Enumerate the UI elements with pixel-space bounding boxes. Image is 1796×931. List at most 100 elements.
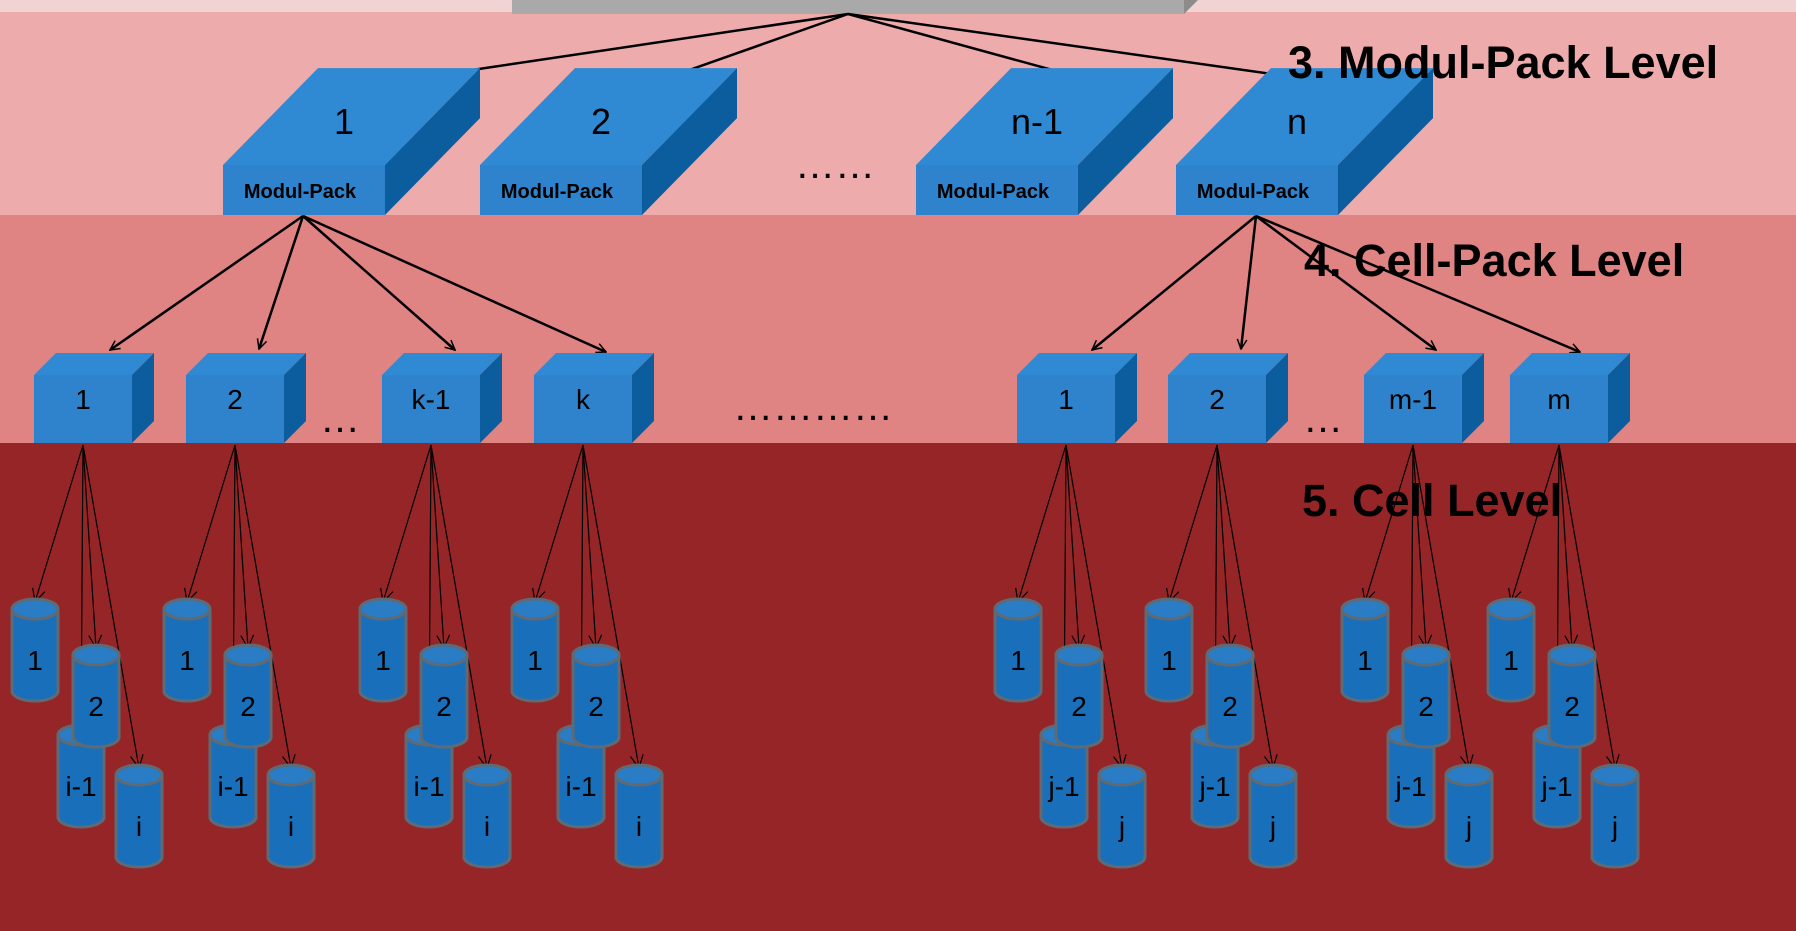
hierarchy-arrow	[1412, 444, 1474, 770]
cell-pack-cube-left-1: 1	[34, 353, 154, 443]
cell-top	[614, 763, 664, 787]
hierarchy-arrow	[1255, 214, 1580, 352]
cell-number: i-1	[65, 771, 96, 802]
cell-number: 1	[1161, 645, 1177, 676]
modul-pack-number: 2	[591, 101, 611, 142]
cell-number: j-1	[1198, 771, 1230, 802]
cube-top-face	[34, 353, 154, 375]
hierarchy-arrow	[1065, 444, 1086, 650]
cell-fill	[513, 609, 557, 691]
hierarchy-arrow	[1216, 444, 1278, 770]
cube-side-face	[284, 353, 306, 443]
cube-side-face	[1266, 353, 1288, 443]
cell-cylinder: j	[1097, 763, 1147, 869]
cell-number: 1	[375, 645, 391, 676]
hierarchy-arrow	[302, 214, 606, 352]
cell-top	[1144, 597, 1194, 621]
hierarchy-arrow	[302, 215, 455, 350]
cell-cylinder: 1	[993, 597, 1043, 703]
cell-number: 2	[1418, 691, 1434, 722]
cell-number: 2	[436, 691, 452, 722]
box-top-face	[916, 68, 1173, 165]
cell-cylinder: i	[462, 763, 512, 869]
cell-fill	[1193, 735, 1237, 817]
cube-top-face	[1510, 353, 1630, 375]
cell-fill	[996, 609, 1040, 691]
modul-pack-number: n	[1287, 101, 1307, 142]
cell-fill	[361, 609, 405, 691]
cell-number: 2	[240, 691, 256, 722]
cell-fill	[226, 655, 270, 737]
hierarchy-arrow	[110, 214, 304, 352]
cell-cylinder: j	[1590, 763, 1640, 869]
cell-top	[571, 643, 621, 667]
cell-number: i-1	[565, 771, 596, 802]
cell-top	[358, 597, 408, 621]
modul-pack-number: 1	[334, 101, 354, 142]
cell-number: j	[1269, 811, 1276, 842]
cell-number: j	[1465, 811, 1472, 842]
cell-top	[1401, 643, 1451, 667]
cell-pack-cube-left-4: k	[534, 353, 654, 443]
hierarchy-arrow	[430, 444, 451, 650]
cell-top	[1340, 597, 1390, 621]
hierarchy-arrow	[1362, 444, 1414, 604]
modul-to-cellpack-arrows	[110, 214, 1580, 352]
cell-fill	[1535, 735, 1579, 817]
hierarchy-arrow	[1065, 444, 1127, 770]
level-label-cell: 5. Cell Level	[1302, 475, 1562, 526]
level-label-modul-pack: 3. Modul-Pack Level	[1288, 37, 1718, 88]
cell-top	[993, 597, 1043, 621]
hierarchy-arrow	[1092, 215, 1257, 350]
cell-top	[1097, 763, 1147, 787]
cell-cylinder: 1	[1340, 597, 1390, 703]
cell-cylinder: j	[1248, 763, 1298, 869]
box-side-face	[385, 68, 480, 215]
cell-top	[1205, 643, 1255, 667]
hierarchy-arrow	[234, 444, 296, 770]
cell-number: i	[288, 811, 294, 842]
cell-number: i	[484, 811, 490, 842]
cube-front-face	[1168, 375, 1266, 443]
box-side-face	[642, 68, 737, 215]
cell-cylinder: 2	[1401, 643, 1451, 749]
hierarchy-arrow	[234, 444, 255, 650]
cell-fill	[465, 775, 509, 857]
cell-fill	[422, 655, 466, 737]
cell-top	[162, 597, 212, 621]
hierarchy-arrow	[1508, 444, 1560, 604]
modul-pack-caption: Modul-Pack	[937, 181, 1050, 203]
cell-fill	[1042, 735, 1086, 817]
cell-pack-number: 2	[227, 384, 243, 415]
cell-number: 2	[88, 691, 104, 722]
cube-top-face	[382, 353, 502, 375]
cell-number: 1	[1357, 645, 1373, 676]
cell-cylinder: 1	[162, 597, 212, 703]
cube-front-face	[534, 375, 632, 443]
hierarchy-arrow	[430, 444, 492, 770]
hierarchy-arrow	[1241, 215, 1258, 349]
parent-pack-box	[512, 0, 1184, 14]
cell-number: j	[1611, 811, 1618, 842]
cell-fill	[407, 735, 451, 817]
cell-top	[114, 763, 164, 787]
hierarchy-arrow	[582, 444, 603, 650]
cell-pack-number: 2	[1209, 384, 1225, 415]
cell-top	[1444, 763, 1494, 787]
cube-side-face	[1115, 353, 1137, 443]
cell-number: 1	[1503, 645, 1519, 676]
cell-cylinder: i-1	[208, 723, 258, 829]
cube-front-face	[1017, 375, 1115, 443]
cell-pack-ellipsis-left: …	[320, 397, 360, 441]
cube-side-face	[1462, 353, 1484, 443]
cell-top	[223, 643, 273, 667]
cell-fill	[1550, 655, 1594, 737]
box-side-face	[1338, 68, 1433, 215]
cell-cylinder: 2	[1547, 643, 1597, 749]
modul-pack-caption: Modul-Pack	[244, 181, 357, 203]
